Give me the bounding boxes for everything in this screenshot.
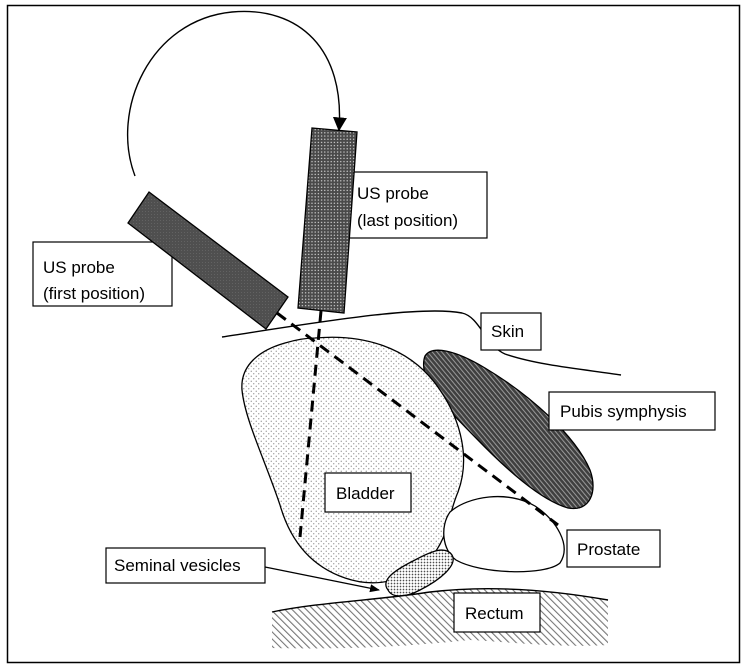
label-probe-last-line1: US probe [357, 184, 429, 203]
label-probe-first-line1: US probe [43, 258, 115, 277]
label-seminal-vesicles: Seminal vesicles [114, 556, 241, 575]
label-probe-first-line2: (first position) [43, 284, 145, 303]
label-skin: Skin [491, 322, 524, 341]
label-bladder: Bladder [336, 484, 395, 503]
label-pubis-symphysis: Pubis symphysis [560, 402, 687, 421]
label-prostate: Prostate [577, 540, 640, 559]
label-rectum: Rectum [465, 604, 524, 623]
label-probe-last-line2: (last position) [357, 211, 458, 230]
